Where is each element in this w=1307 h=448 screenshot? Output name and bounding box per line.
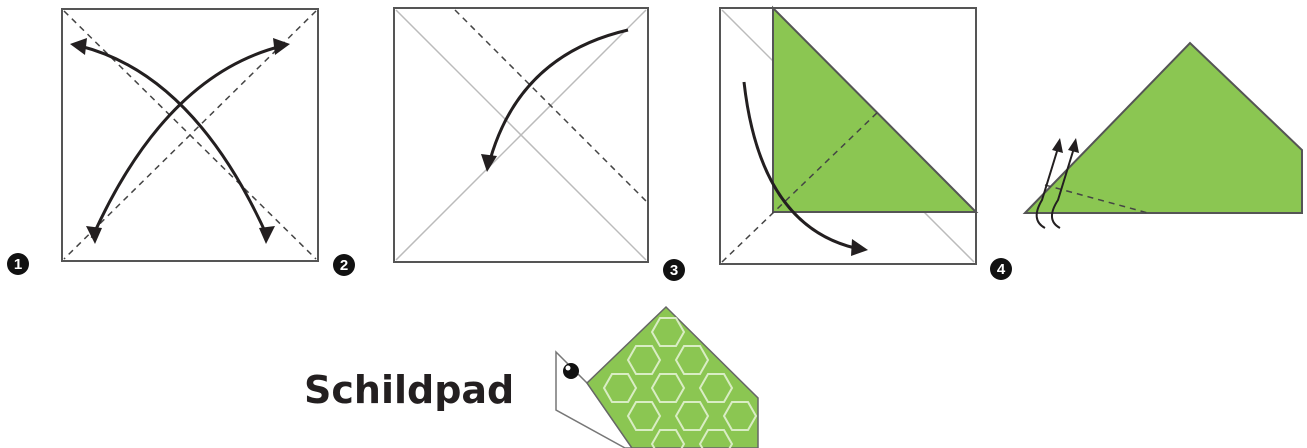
step-1-diagram (61, 8, 319, 262)
arrowhead-icon (70, 38, 87, 55)
finished-turtle (555, 305, 759, 448)
hexagon-shell-pattern (602, 317, 758, 448)
step-4-fold-line (1044, 184, 1149, 214)
step-number: 4 (997, 261, 1006, 278)
step-3-green-flap (772, 5, 979, 213)
step-3-diagram (719, 5, 979, 265)
arrowhead-icon (1052, 138, 1063, 153)
fold-arrow-icon (488, 28, 629, 161)
step-4-diagram (1022, 41, 1303, 229)
turtle-eye-highlight (565, 365, 571, 371)
arrowhead-icon (259, 226, 275, 244)
arrowhead-icon (273, 38, 290, 55)
step-number: 1 (14, 256, 22, 273)
arrowhead-icon (481, 154, 497, 172)
step-4-green-shape (1022, 41, 1303, 214)
step-3-fold-line (721, 109, 881, 263)
arrowhead-icon (86, 226, 102, 244)
step-badge-2: 2 (333, 254, 355, 276)
arrowhead-icon (851, 239, 868, 256)
turtle-eye-icon (563, 363, 579, 379)
page-title: Schildpad (304, 368, 515, 412)
mountain-fold-arrow-icon (1051, 147, 1075, 229)
fold-arrow-icon (90, 44, 283, 239)
step-2-crease (395, 9, 647, 261)
fold-arrow-icon (79, 44, 270, 239)
mountain-fold-arrow-icon (1035, 147, 1059, 229)
fold-arrow-icon (742, 81, 856, 250)
step-number: 2 (340, 257, 348, 274)
step-1-diagonal-fold-line (63, 10, 317, 260)
step-badge-1: 1 (7, 253, 29, 275)
step-2-fold-line (454, 9, 647, 202)
step-badge-4: 4 (990, 258, 1012, 280)
step-number: 3 (670, 262, 678, 279)
arrowhead-icon (1068, 138, 1079, 153)
step-2-diagram (393, 7, 649, 263)
step-badge-3: 3 (663, 259, 685, 281)
